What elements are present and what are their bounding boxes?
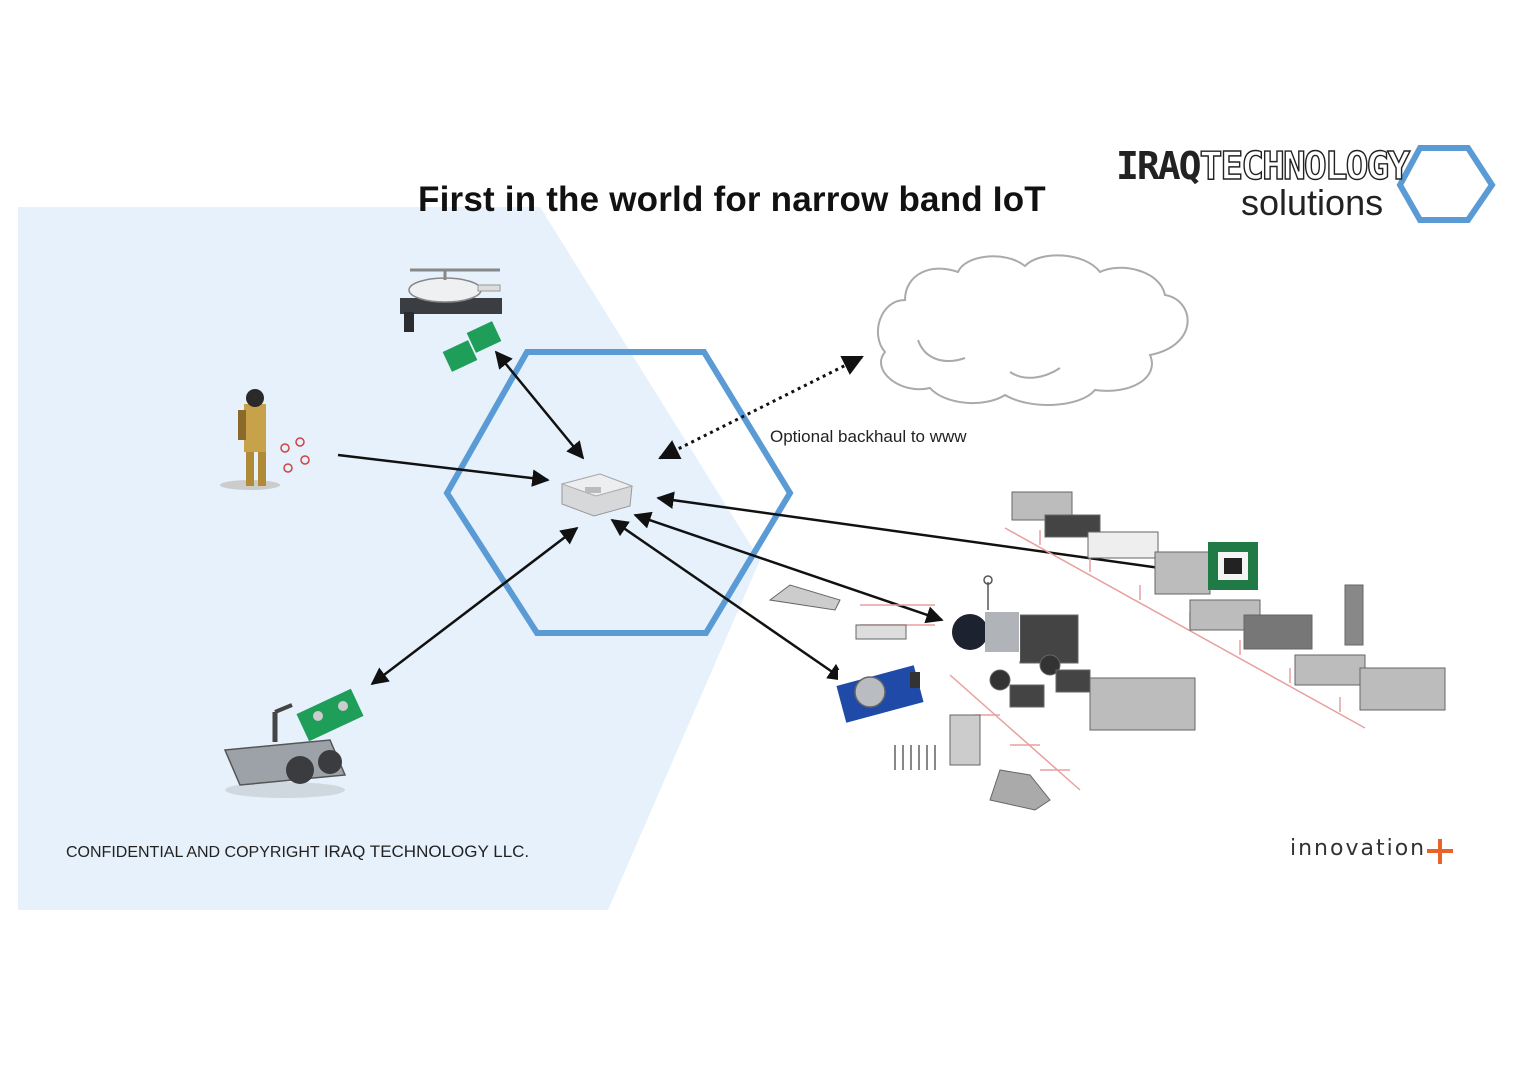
- innovation-plus-icon: [1427, 839, 1453, 864]
- arrow-drone: [494, 350, 585, 460]
- copyright-company: IRAQ TECHNOLOGY LLC.: [323, 842, 530, 861]
- tracked-robot-icon: [223, 688, 364, 798]
- copyright-prefix: CONFIDENTIAL AND COPYRIGHT: [66, 844, 320, 861]
- helicopter-drone-icon: [400, 268, 502, 332]
- innovation-text: innovation: [1290, 836, 1427, 861]
- logo-solutions: solutions: [1241, 182, 1384, 223]
- gas-sensor-icon: [836, 665, 928, 723]
- copyright-footer: CONFIDENTIAL AND COPYRIGHT IRAQ TECHNOLO…: [66, 842, 529, 862]
- logo-iraq: IRAQ: [1116, 144, 1202, 188]
- backhaul-label: Optional backhaul to www: [770, 427, 967, 446]
- arrow-gas-sensor: [610, 518, 846, 682]
- gateway-base-station-icon: [560, 473, 634, 517]
- cloud-icon: [876, 254, 1189, 407]
- arrow-robot: [370, 526, 579, 686]
- firefighter-icon: [220, 389, 310, 490]
- string-pot-sensor-icon: [948, 575, 1020, 661]
- innovation-logo: innovation: [1290, 836, 1426, 861]
- qr-sensor-board-icon: [1208, 542, 1258, 590]
- logo-technology: TECHNOLOGY: [1199, 143, 1411, 188]
- coverage-panel: [18, 207, 760, 910]
- slide-title: First in the world for narrow band IoT: [418, 180, 1046, 219]
- industrial-machinery-icon: [768, 491, 1446, 811]
- sensor-board-icon: [442, 321, 502, 372]
- logo-wordmark: IRAQTECHNOLOGY: [1116, 143, 1411, 188]
- arrow-firefighter: [337, 453, 550, 487]
- logo-hexagon: [1396, 145, 1496, 223]
- backhaul-arrow: [658, 355, 864, 460]
